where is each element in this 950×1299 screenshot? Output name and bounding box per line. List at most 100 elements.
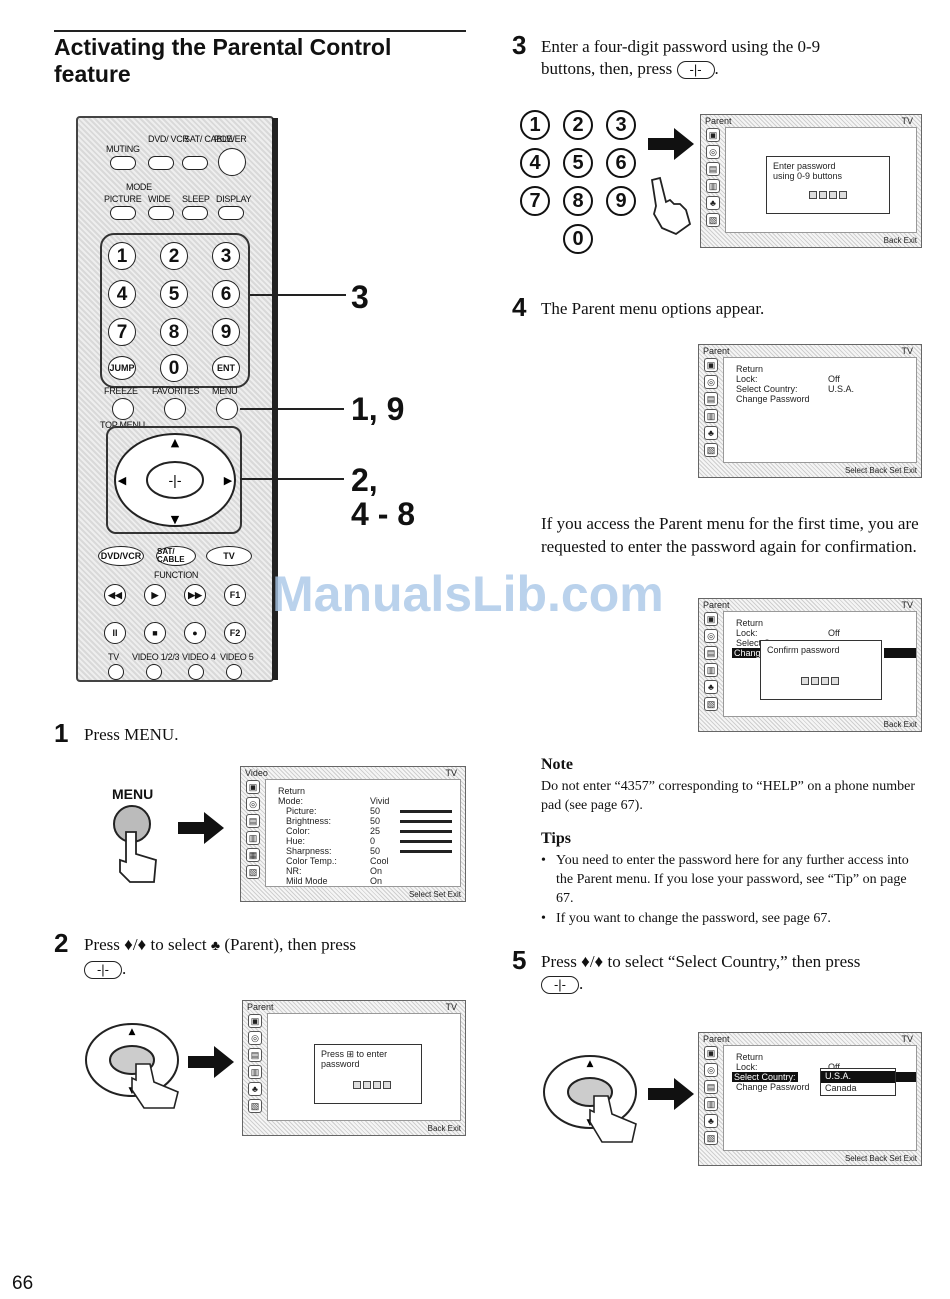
- menu-row-return: Return: [736, 1052, 764, 1062]
- fast-forward-button: ▶▶: [184, 584, 206, 606]
- callout-4-8: 4 - 8: [351, 496, 416, 532]
- menu-value-lock: Off: [828, 374, 840, 384]
- menu-icon: ▥: [246, 831, 260, 845]
- step-1-text: Press MENU.: [84, 725, 179, 744]
- parent-menu-icon: ♣: [248, 1082, 262, 1096]
- step-4-text: The Parent menu options appear.: [541, 299, 765, 318]
- screen-sidebar: ▣ ◎ ▤ ▥ ♣ ▧: [701, 612, 721, 717]
- muting-button: [110, 156, 136, 170]
- menu-icon: ◎: [246, 797, 260, 811]
- digit-3-button: 3: [212, 242, 240, 270]
- screen-sidebar: ▣ ◎ ▤ ▥ ♣ ▧: [701, 1046, 721, 1151]
- menu-row: Sharpness:: [286, 846, 332, 856]
- step-3-text-b: buttons, then, press: [541, 59, 673, 78]
- f1-button: F1: [224, 584, 246, 606]
- menu-row: Brightness:: [286, 816, 332, 826]
- screen-header: Parent: [703, 346, 730, 356]
- menu-icon: ▦: [246, 848, 260, 862]
- confirm-dialog: Confirm password: [760, 640, 882, 700]
- menu-icon: ▣: [704, 358, 718, 372]
- menu-value-lock: Off: [828, 628, 840, 638]
- svg-text:▲: ▲: [129, 1027, 136, 1037]
- tips-heading: Tips: [541, 830, 571, 847]
- remote-label-video-4: VIDEO 4: [182, 652, 216, 662]
- keypad-key-1: 1: [520, 110, 550, 140]
- digit-0-button: 0: [160, 354, 188, 382]
- menu-value: 50: [370, 806, 381, 816]
- callout-2: 2,: [351, 462, 378, 498]
- note-text: Do not enter “4357” corresponding to “HE…: [541, 779, 916, 813]
- dialog-line-2: using 0-9 buttons: [773, 171, 843, 181]
- menu-value: 25: [370, 826, 381, 836]
- screen-tv-label: TV: [445, 1002, 457, 1012]
- play-button: ▶: [144, 584, 166, 606]
- arrow-right-icon: [188, 1046, 234, 1078]
- menu-icon: ▣: [706, 128, 720, 142]
- country-option-usa: U.S.A.: [821, 1071, 895, 1083]
- video4-input-button: [188, 664, 204, 680]
- level-bar: [400, 810, 452, 813]
- arrow-right-icon: [648, 1078, 694, 1110]
- remote-label-tv: TV: [108, 652, 119, 662]
- screen-header: Parent: [703, 1034, 730, 1044]
- rewind-button: ◀◀: [104, 584, 126, 606]
- menu-icon: ▤: [706, 162, 720, 176]
- screen-header: Video: [245, 768, 268, 778]
- menu-icon: ▥: [248, 1065, 262, 1079]
- digit-6-button: 6: [212, 280, 240, 308]
- f2-button: F2: [224, 622, 246, 644]
- selection-bar: [896, 1072, 916, 1082]
- hand-pressing-menu-icon: [113, 805, 157, 883]
- screen-sidebar: ▣ ◎ ▤ ▥ ♣ ▧: [703, 128, 723, 233]
- level-bar: [400, 830, 452, 833]
- menu-icon: ◎: [248, 1031, 262, 1045]
- screen-body: Return Mode: Picture: Brightness: Color:…: [265, 779, 461, 887]
- freeze-button: [112, 398, 134, 420]
- remote-label-dvd-vcr: DVD/ VCR: [148, 134, 189, 144]
- menu-value-country: U.S.A.: [828, 384, 855, 394]
- keypad-key-9: 9: [606, 186, 636, 216]
- dpad-press-icon: ▲ ▼: [85, 1023, 179, 1109]
- screen-tv-label: TV: [901, 600, 913, 610]
- svg-text:▲: ▲: [587, 1059, 594, 1069]
- note-heading: Note: [541, 756, 573, 773]
- tip-item-2: If you want to change the password, see …: [541, 909, 921, 928]
- menu-icon: ◎: [704, 629, 718, 643]
- menu-row: Mild Mode: [286, 876, 328, 886]
- tv-function-button: TV: [206, 546, 252, 566]
- video5-input-button: [226, 664, 242, 680]
- menu-icon: ▧: [248, 1099, 262, 1113]
- menu-value: 50: [370, 816, 381, 826]
- up-down-arrows: ♦/♦: [581, 952, 604, 971]
- number-keys-frame: [100, 233, 250, 388]
- menu-value: On: [370, 866, 383, 876]
- callout-line-1-9: [240, 408, 344, 410]
- sat-cable-function-button: SAT/ CABLE: [156, 546, 196, 566]
- page-number: 66: [12, 1273, 34, 1294]
- menu-icon: ▧: [246, 865, 260, 879]
- wide-button: [148, 206, 174, 220]
- enter-button-glyph: -|-: [676, 61, 715, 80]
- screen-header: Parent: [247, 1002, 274, 1012]
- remote-label-video-5: VIDEO 5: [220, 652, 254, 662]
- step-5-text-b: to select “Select Country,” then press: [603, 952, 861, 971]
- screen-body: Enter password using 0-9 buttons: [725, 127, 917, 233]
- menu-icon: ▣: [248, 1014, 262, 1028]
- parent-screen-confirm-password: Parent TV ▣ ◎ ▤ ▥ ♣ ▧ Return Lock: Selec…: [698, 598, 922, 732]
- parent-screen-select-country: Parent TV ▣ ◎ ▤ ▥ ♣ ▧ Return Lock: Selec…: [698, 1032, 922, 1166]
- parent-menu-screen: Parent TV ▣ ◎ ▤ ▥ ♣ ▧ Return Lock: Selec…: [698, 344, 922, 478]
- remote-label-sat-cable: SAT/ CABLE: [184, 134, 233, 144]
- dpad-frame: [106, 426, 242, 534]
- country-option-canada: Canada: [825, 1083, 857, 1093]
- menu-row: Color Temp.:: [286, 856, 337, 866]
- menu-value: On: [370, 876, 383, 886]
- remote-label-video-123: VIDEO 1/2/3: [132, 652, 180, 662]
- menu-icon: ▥: [704, 1097, 718, 1111]
- keypad-key-7: 7: [520, 186, 550, 216]
- menu-row-select-country: Select Country:: [736, 384, 798, 394]
- step-5-text: Press ♦/♦ to select “Select Country,” th…: [541, 952, 861, 995]
- menu-icon: ◎: [706, 145, 720, 159]
- password-dialog: Press ⊞ to enter password: [314, 1044, 422, 1104]
- step-3-number: 3: [512, 30, 527, 60]
- screen-footer: Select Set Exit: [408, 890, 461, 899]
